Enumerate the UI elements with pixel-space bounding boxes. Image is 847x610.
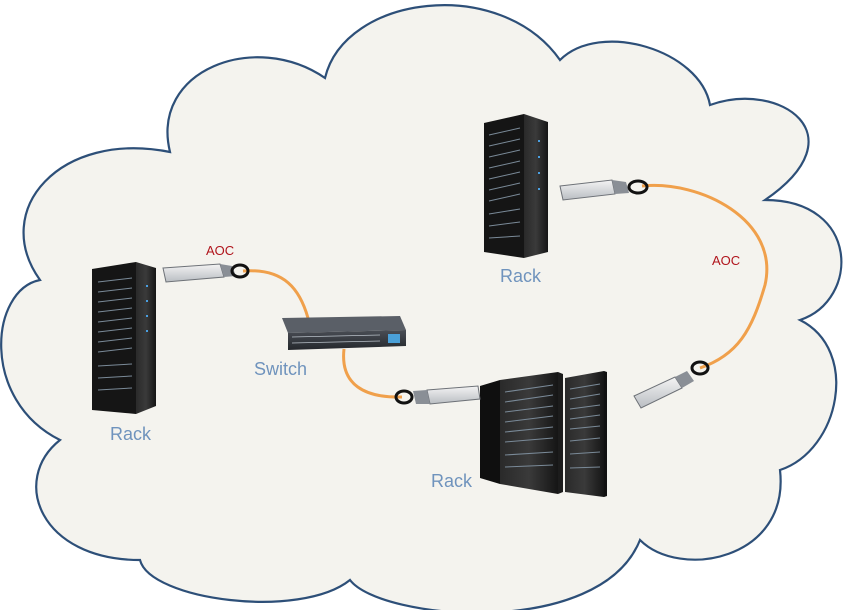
cable-switch-to-rack-bottom <box>342 348 403 399</box>
aoc-module-left <box>162 263 250 283</box>
rack-left <box>92 262 156 414</box>
switch-label: Switch <box>254 359 307 379</box>
aoc-module-bottom-rack <box>633 360 710 409</box>
aoc-module-switch-side <box>394 385 481 405</box>
rack-top <box>484 114 548 258</box>
aoc-module-top-rack <box>559 179 649 201</box>
rack-label-bottom: Rack <box>431 471 473 491</box>
rack-label-top: Rack <box>500 266 542 286</box>
cable-top-rack-to-bottom-rack <box>641 183 769 370</box>
rack-bottom <box>480 371 607 497</box>
network-switch <box>282 316 406 350</box>
aoc-label-right: AOC <box>712 253 740 268</box>
aoc-label-left: AOC <box>206 243 234 258</box>
cable-left-rack-to-switch <box>242 269 310 319</box>
rack-label-left: Rack <box>110 424 152 444</box>
cloud-shape <box>0 4 843 610</box>
